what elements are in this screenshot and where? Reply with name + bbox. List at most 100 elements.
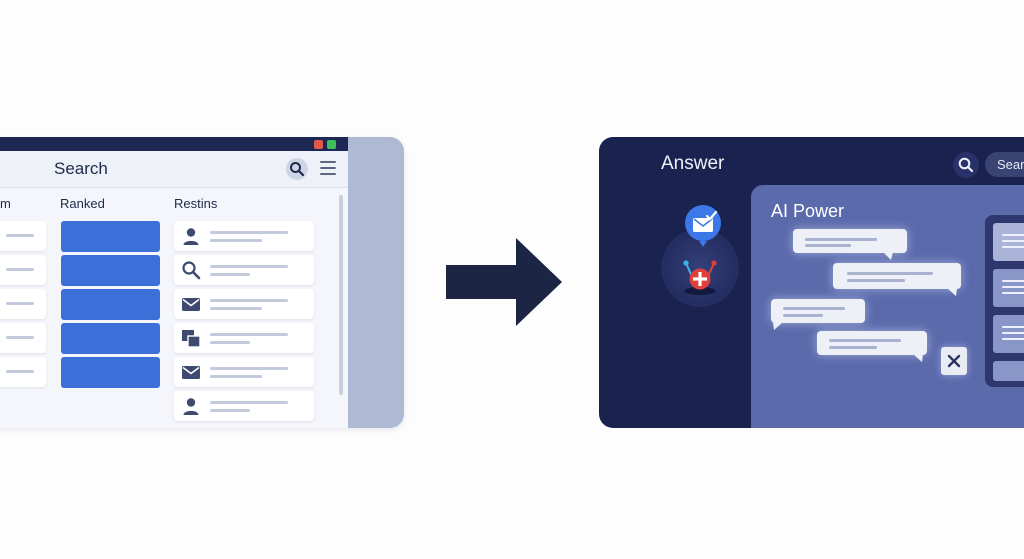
title-bar — [0, 137, 348, 151]
search-button[interactable] — [953, 152, 979, 178]
text-line — [6, 234, 34, 237]
ranked-item[interactable] — [61, 323, 160, 354]
mail-icon — [182, 298, 200, 311]
text-line — [1002, 246, 1024, 248]
copy-icon — [182, 330, 201, 348]
menu-icon-bar — [320, 173, 336, 175]
text-line — [1002, 326, 1024, 328]
menu-icon — [320, 161, 336, 163]
chat-bubble[interactable] — [771, 299, 865, 330]
text-line — [1002, 240, 1024, 242]
text-line — [783, 314, 823, 317]
ranked-item[interactable] — [61, 255, 160, 286]
arrow-right-icon — [446, 238, 562, 326]
text-line — [847, 279, 905, 282]
ai-panel: AI Power — [751, 185, 1024, 428]
search-button[interactable] — [286, 158, 308, 180]
text-line — [210, 307, 262, 310]
search-icon — [182, 261, 201, 280]
side-list-item[interactable] — [993, 223, 1024, 261]
ranked-item[interactable] — [61, 357, 160, 388]
text-line — [805, 238, 877, 241]
search-header: Search — [0, 151, 348, 188]
list-item[interactable] — [0, 323, 46, 353]
close-button[interactable] — [941, 347, 967, 375]
text-line — [805, 244, 851, 247]
text-line — [1002, 332, 1024, 334]
panel-title: AI Power — [771, 201, 845, 221]
ranked-item[interactable] — [61, 289, 160, 320]
column-header-results: Restins — [174, 196, 218, 211]
text-line — [1002, 234, 1024, 236]
text-line — [1002, 292, 1024, 294]
result-row[interactable] — [174, 255, 314, 285]
mail-icon — [182, 366, 200, 379]
user-icon — [183, 398, 199, 415]
result-row[interactable] — [174, 221, 314, 251]
chat-bubble[interactable] — [833, 263, 961, 296]
side-list-item[interactable] — [993, 315, 1024, 353]
text-line — [210, 265, 288, 268]
search-input[interactable]: Sear — [985, 152, 1024, 177]
list-item[interactable] — [0, 255, 46, 285]
bubble-tail — [913, 354, 923, 362]
close-window-button[interactable] — [314, 140, 323, 149]
text-line — [1002, 280, 1024, 282]
result-row[interactable] — [174, 391, 314, 421]
antenna-icon — [683, 260, 717, 295]
text-line — [210, 341, 250, 344]
text-line — [829, 346, 877, 349]
menu-icon-bar — [320, 167, 336, 169]
user-icon — [183, 228, 199, 245]
text-line — [210, 409, 250, 412]
text-line — [847, 272, 933, 275]
text-line — [210, 333, 288, 336]
maximize-window-button[interactable] — [327, 140, 336, 149]
side-list — [985, 215, 1024, 387]
side-list-item[interactable] — [993, 269, 1024, 307]
mail-notification-badge — [685, 205, 721, 247]
text-line — [210, 239, 262, 242]
search-body: Search m Ranked Restins — [0, 151, 348, 428]
list-item[interactable] — [0, 289, 46, 319]
text-line — [6, 336, 34, 339]
text-line — [1002, 286, 1024, 288]
text-line — [6, 370, 34, 373]
page-title: Answer — [661, 153, 725, 174]
page-title: Search — [54, 159, 108, 178]
close-icon — [947, 354, 961, 368]
bubble-tail — [947, 288, 957, 296]
chat-bubble[interactable] — [817, 331, 927, 362]
result-row[interactable] — [174, 357, 314, 387]
text-line — [210, 401, 288, 404]
mail-check-icon — [693, 210, 718, 247]
scrollbar[interactable] — [339, 195, 343, 395]
search-window: Search m Ranked Restins — [0, 137, 404, 428]
side-list-item[interactable] — [993, 361, 1024, 381]
answer-window: Answer Sear — [599, 137, 1024, 428]
text-line — [1002, 338, 1024, 340]
bubble-tail — [773, 322, 783, 330]
list-item[interactable] — [0, 357, 46, 387]
ranked-item[interactable] — [61, 221, 160, 252]
result-row[interactable] — [174, 289, 314, 319]
text-line — [6, 268, 34, 271]
text-line — [210, 231, 288, 234]
text-line — [210, 367, 288, 370]
text-line — [829, 339, 901, 342]
search-icon — [958, 157, 974, 173]
column-header-partial: m — [0, 196, 11, 211]
text-line — [210, 273, 250, 276]
list-item[interactable] — [0, 221, 46, 251]
text-line — [210, 299, 288, 302]
text-line — [6, 302, 34, 305]
text-line — [210, 375, 262, 378]
menu-button[interactable] — [320, 161, 336, 175]
bubble-tail — [883, 252, 893, 260]
chat-bubble[interactable] — [793, 229, 907, 260]
text-line — [783, 307, 845, 310]
search-icon — [290, 162, 305, 177]
result-row[interactable] — [174, 323, 314, 353]
column-header-ranked: Ranked — [60, 196, 105, 211]
